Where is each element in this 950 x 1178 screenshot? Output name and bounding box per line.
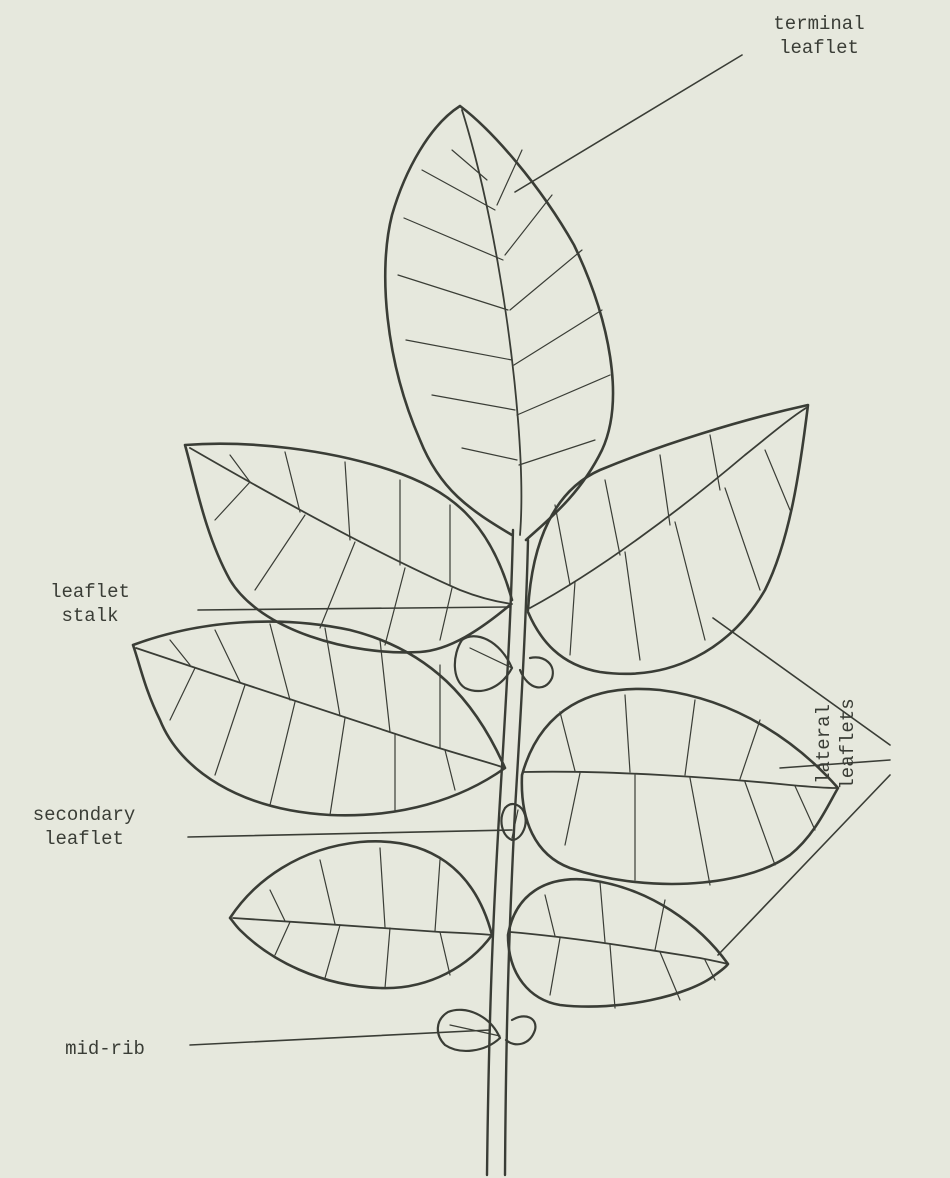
lower-right-lateral-leaflet bbox=[508, 879, 728, 1008]
middle-left-lateral-leaflet bbox=[133, 622, 505, 816]
label-terminal-line2: leaflet bbox=[744, 36, 894, 60]
label-midrib-line1: mid-rib bbox=[40, 1037, 170, 1061]
label-lateral-line1: lateral bbox=[812, 644, 836, 844]
leader-lateral-3 bbox=[718, 775, 890, 955]
lower-left-leaflet-veins bbox=[270, 848, 450, 988]
stem bbox=[487, 530, 528, 1175]
upper-right-lateral-leaflet bbox=[528, 405, 808, 674]
leader-midrib bbox=[190, 1030, 490, 1045]
label-stalk-line2: stalk bbox=[20, 604, 160, 628]
terminal-leaflet-veins bbox=[398, 150, 610, 465]
secondary-leaflet-upper-right bbox=[520, 657, 553, 687]
secondary-leaflet-bottom-right bbox=[506, 1016, 535, 1044]
label-leaflet-stalk: leaflet stalk bbox=[20, 580, 160, 628]
label-terminal-leaflet: terminal leaflet bbox=[744, 12, 894, 60]
leader-lines bbox=[188, 55, 890, 1045]
middle-right-lateral-leaflet bbox=[522, 689, 838, 885]
lower-left-lateral-leaflet bbox=[230, 841, 492, 988]
leader-terminal bbox=[515, 55, 742, 192]
label-secondary-leaflet: secondary leaflet bbox=[0, 803, 168, 851]
terminal-leaflet bbox=[385, 106, 613, 540]
label-stalk-line1: leaflet bbox=[20, 580, 160, 604]
label-terminal-line1: terminal bbox=[744, 12, 894, 36]
middle-right-leaflet-veins bbox=[560, 695, 815, 885]
leader-stalk bbox=[198, 607, 510, 610]
label-secondary-line2: leaflet bbox=[0, 827, 168, 851]
upper-left-lateral-leaflet bbox=[185, 444, 512, 653]
leader-lateral-1 bbox=[713, 618, 890, 745]
label-secondary-line1: secondary bbox=[0, 803, 168, 827]
secondary-leaflets bbox=[438, 636, 553, 1051]
label-mid-rib: mid-rib bbox=[40, 1037, 170, 1061]
label-lateral-line2: leaflets bbox=[836, 644, 860, 844]
leader-secondary bbox=[188, 830, 512, 837]
label-lateral-leaflets: lateral leaflets bbox=[812, 644, 860, 844]
